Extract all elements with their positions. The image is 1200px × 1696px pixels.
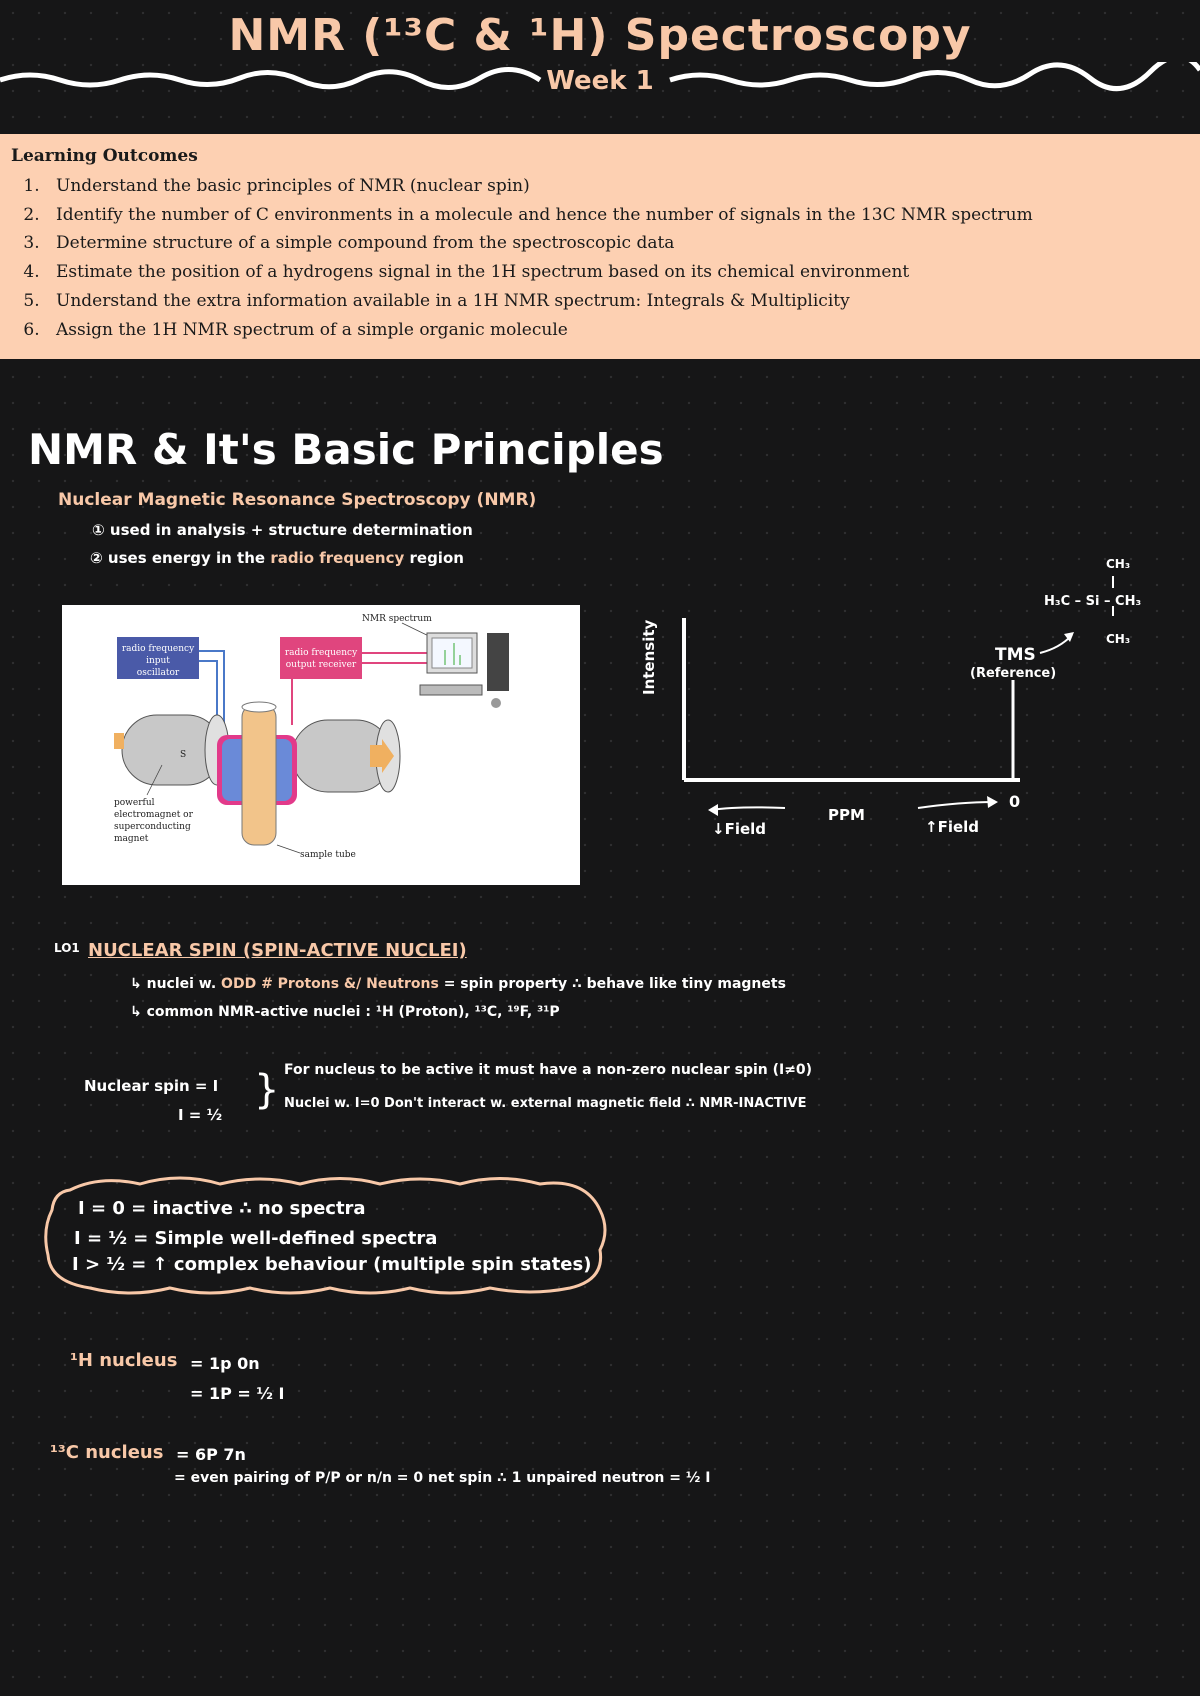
tms-structure-bottom: CH₃	[1106, 632, 1131, 646]
c-nucleus-line-1: = 6P 7n	[176, 1445, 246, 1464]
page-title: NMR (¹³C & ¹H) Spectroscopy	[228, 10, 972, 61]
rf-output-label-1: radio frequency	[285, 648, 358, 658]
tms-structure-middle: H₃C – Si – CH₃	[1044, 594, 1142, 609]
point2-pre: ② uses energy in the	[90, 549, 271, 567]
outcome-item: Determine structure of a simple compound…	[45, 229, 1189, 258]
spin-line-2: ↳ common NMR-active nuclei : ¹H (Proton)…	[130, 1004, 560, 1020]
nuclear-spin-label: Nuclear spin = I	[84, 1077, 219, 1095]
tms-reference-label: (Reference)	[970, 666, 1057, 681]
high-field-label: ↑Field	[925, 818, 980, 836]
c-nucleus-label: ¹³C nucleus	[50, 1442, 164, 1463]
rf-input-label-3: oscillator	[137, 668, 180, 678]
spin-line2-pre: ↳ common NMR-active nuclei :	[130, 1004, 376, 1020]
low-field-label: ↓Field	[712, 820, 767, 838]
spin-line2-highlight: ¹H (Proton), ¹³C, ¹⁹F, ³¹P	[375, 1004, 560, 1020]
basics-point-2: ② uses energy in the radio frequency reg…	[90, 549, 464, 567]
nmr-spectrum-label: NMR spectrum	[362, 614, 432, 624]
outcome-item: Assign the 1H NMR spectrum of a simple o…	[45, 316, 1189, 345]
pole-s-label: S	[180, 750, 186, 760]
cloud-line-3: I > ½ = ↑ complex behaviour (multiple sp…	[72, 1254, 592, 1275]
week-label: Week 1	[546, 66, 654, 96]
magnet-label-4: magnet	[114, 834, 149, 844]
outcome-item: Estimate the position of a hydrogens sig…	[45, 258, 1189, 287]
learning-outcomes-box: Learning Outcomes Understand the basic p…	[0, 134, 1200, 359]
ylabel-text: Intensity	[640, 619, 658, 695]
rf-input-label-1: radio frequency	[122, 644, 195, 654]
outcome-item: Understand the extra information availab…	[45, 287, 1189, 316]
spin-line1-highlight: ODD # Protons &/ Neutrons	[221, 976, 439, 992]
c-nucleus-line-2: = even pairing of P/P or n/n = 0 net spi…	[174, 1470, 711, 1486]
h-nucleus-label: ¹H nucleus	[70, 1350, 178, 1371]
graph-xlabel: PPM	[828, 806, 865, 824]
tms-structure-top: CH₃	[1106, 557, 1131, 571]
spin-line-1: ↳ nuclei w. ODD # Protons &/ Neutrons = …	[130, 976, 786, 992]
section-title: NMR & It's Basic Principles	[28, 425, 664, 474]
nmr-graph-sketch	[682, 576, 1114, 816]
point2-highlight: radio frequency	[270, 549, 405, 567]
point2-post: region	[404, 549, 464, 567]
magnet-label-2: electromagnet or	[114, 810, 194, 820]
h-nucleus-line-2: = 1P = ½ I	[190, 1384, 285, 1403]
tms-label: TMS	[995, 645, 1036, 665]
outcomes-list: Understand the basic principles of NMR (…	[11, 172, 1189, 344]
sample-tube-label: sample tube	[300, 850, 356, 860]
spin-line1-pre: ↳ nuclei w.	[130, 976, 222, 992]
nmr-subtitle: Nuclear Magnetic Resonance Spectroscopy …	[58, 490, 537, 510]
spin-summary-cloud	[44, 1176, 607, 1295]
spin-line1-post: = spin property ∴ behave like tiny magne…	[438, 976, 786, 992]
basics-point-1: ① used in analysis + structure determina…	[92, 521, 473, 539]
cloud-line-1: I = 0 = inactive ∴ no spectra	[78, 1198, 366, 1219]
h-nucleus-line-1: = 1p 0n	[190, 1354, 260, 1373]
cloud-line-2: I = ½ = Simple well-defined spectra	[74, 1228, 438, 1249]
nmr-apparatus-diagram: radio frequency input oscillator radio f…	[62, 605, 580, 885]
spin-half-label: I = ½	[178, 1106, 223, 1124]
graph-zero: 0	[1009, 792, 1021, 811]
spin-rule-2: Nuclei w. I=0 Don't interact w. external…	[284, 1096, 807, 1111]
nuclear-spin-heading: NUCLEAR SPIN (SPIN-ACTIVE NUCLEI)	[88, 940, 467, 961]
apparatus-illustration: radio frequency input oscillator radio f…	[114, 614, 509, 860]
rf-input-label-2: input	[146, 656, 170, 666]
outcome-item: Identify the number of C environments in…	[45, 201, 1189, 230]
magnet-label-1: powerful	[114, 798, 155, 808]
lo-marker: LO1	[54, 941, 80, 955]
rf-output-label-2: output receiver	[286, 660, 357, 670]
brace-icon: }	[254, 1067, 280, 1113]
outcomes-heading: Learning Outcomes	[11, 146, 198, 166]
outcome-item: Understand the basic principles of NMR (…	[45, 172, 1189, 201]
spin-rule-1: For nucleus to be active it must have a …	[284, 1062, 813, 1078]
graph-ylabel: Intensity	[640, 620, 658, 695]
magnet-label-3: superconducting	[114, 822, 191, 832]
wavy-divider	[0, 62, 1200, 92]
